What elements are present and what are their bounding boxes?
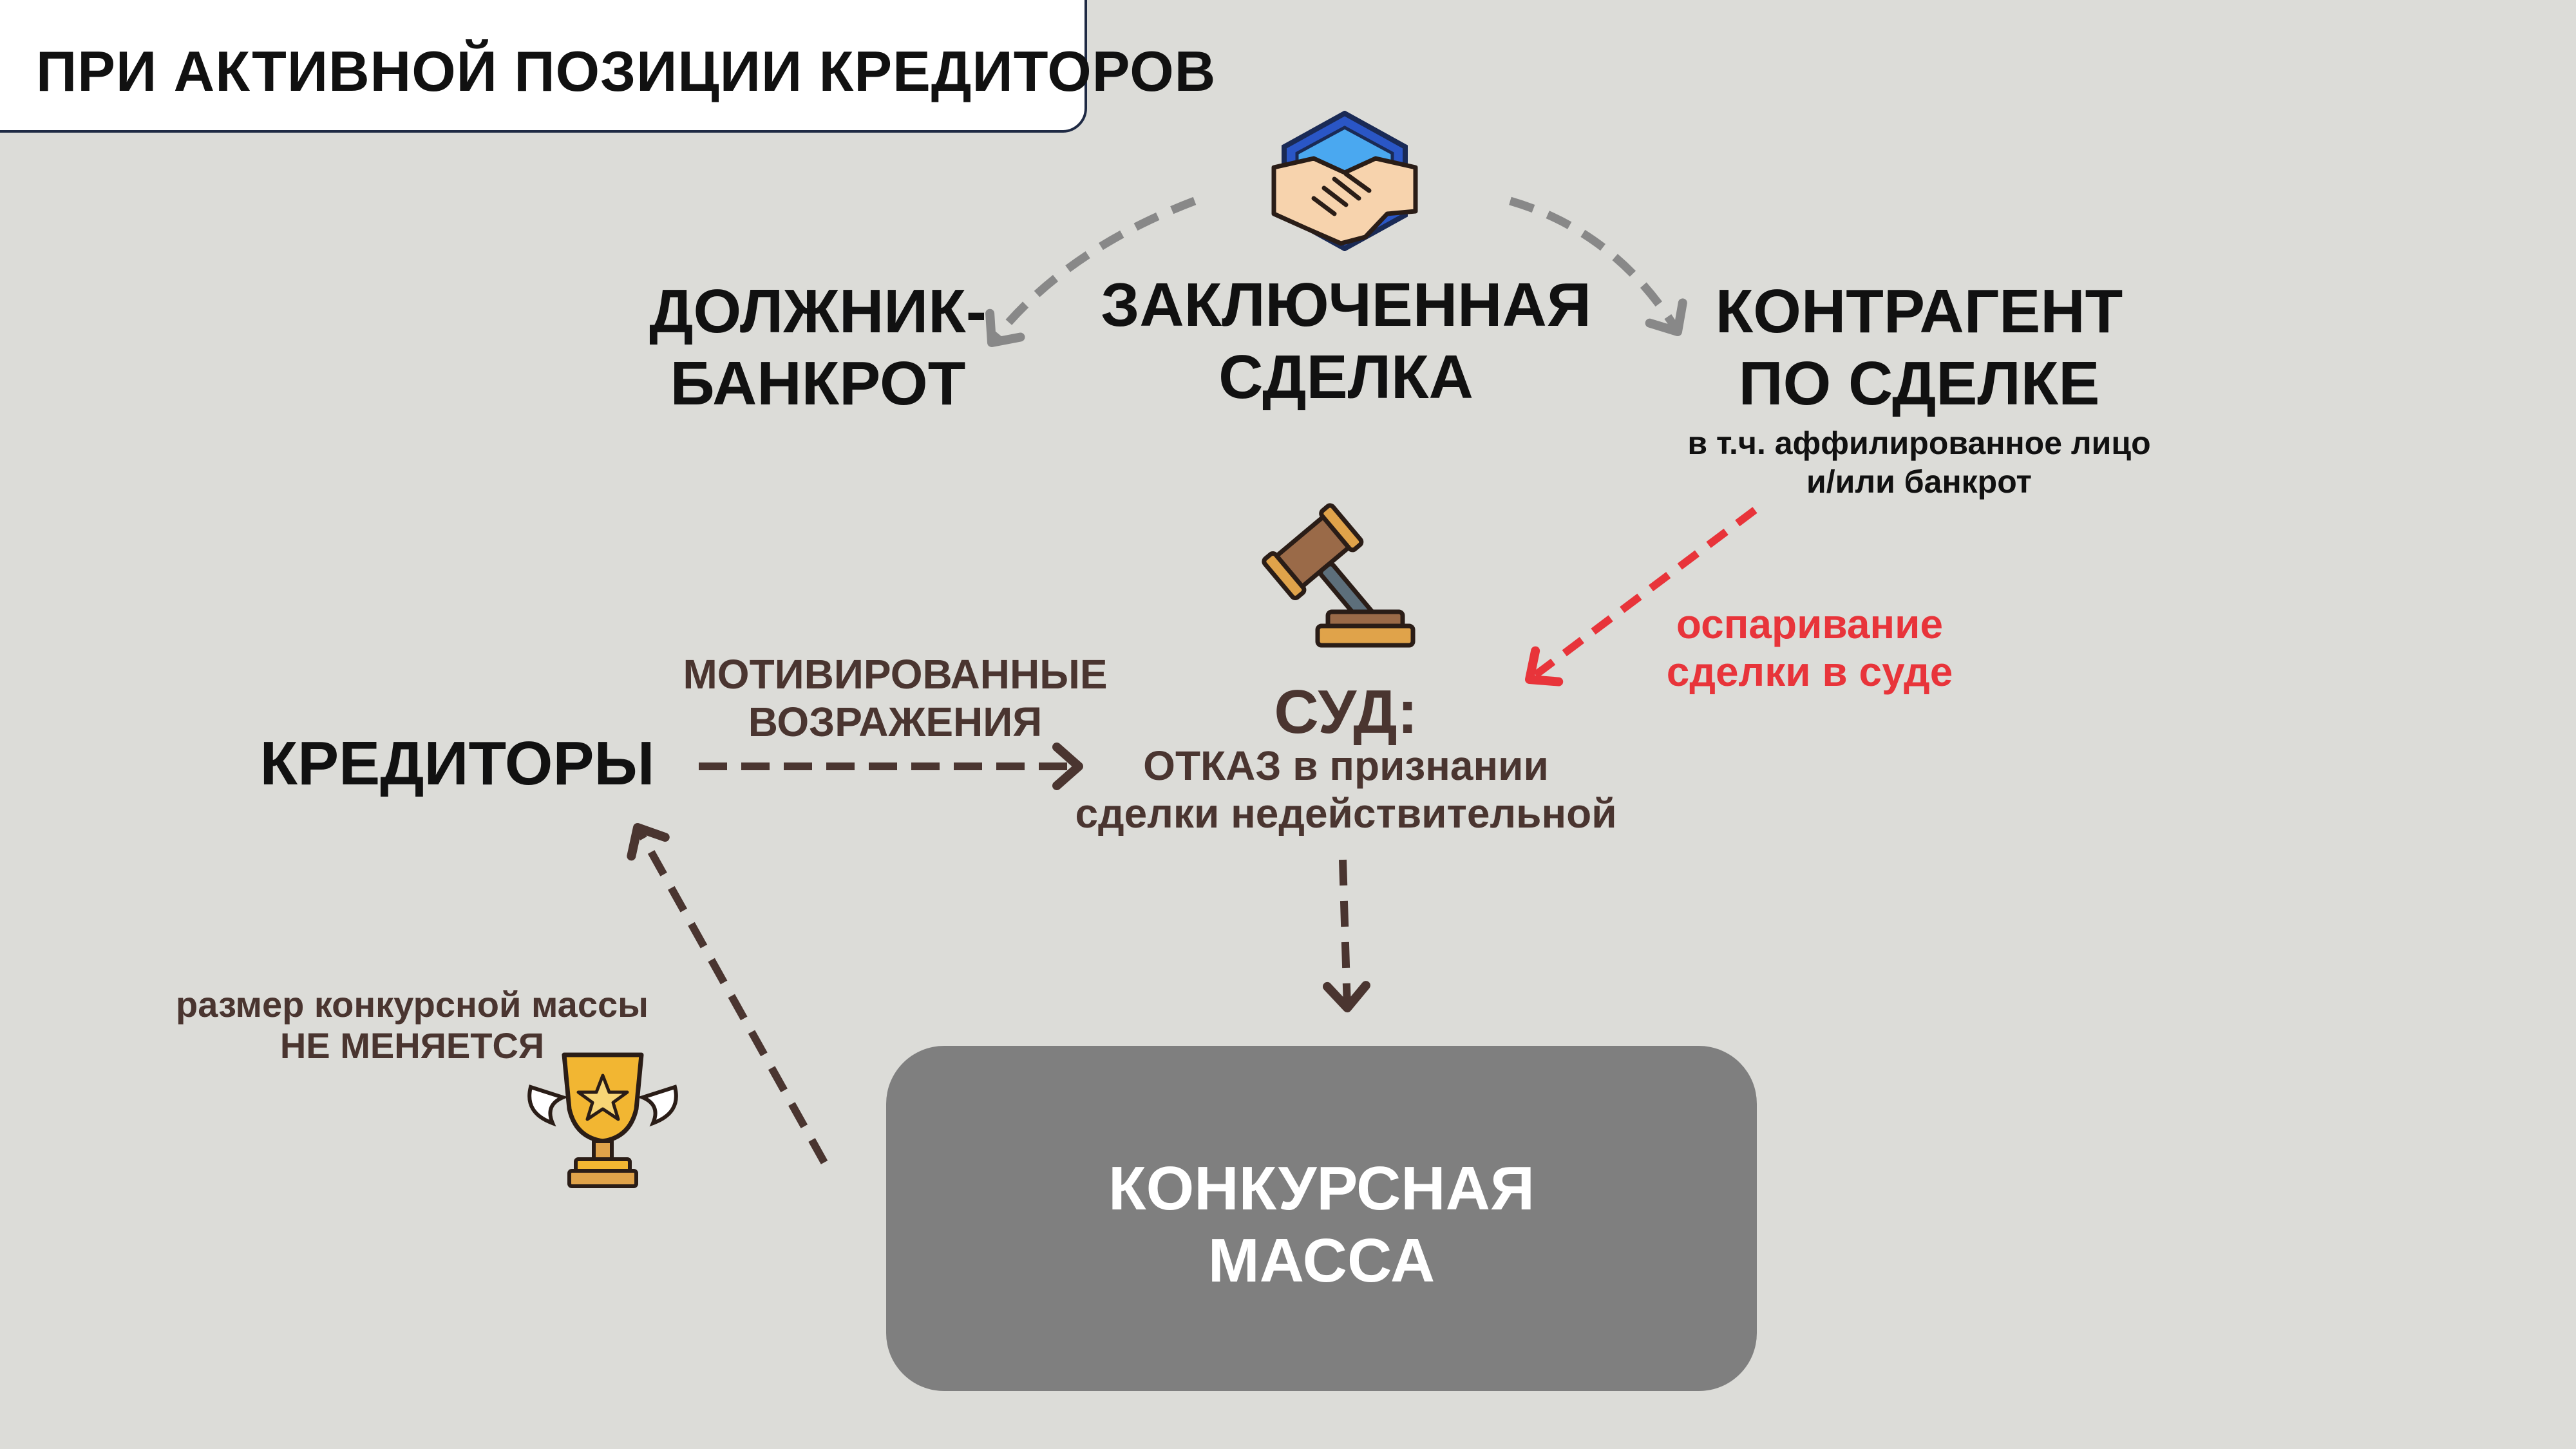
- mass-line-2: МАССА: [1208, 1226, 1435, 1295]
- mass-note-line-1: размер конкурсной массы: [176, 984, 649, 1025]
- arrow-mass-to-creditors: [627, 823, 828, 1164]
- creditors-text: КРЕДИТОРЫ: [260, 729, 655, 798]
- debtor-line-2: БАНКРОТ: [670, 349, 966, 418]
- counterparty-line-1: КОНТРАГЕНТ: [1715, 277, 2123, 346]
- bankruptcy-estate-box: [886, 1046, 1757, 1391]
- creditors-node: КРЕДИТОРЫ: [258, 728, 657, 800]
- challenge-line-2: сделки в суде: [1666, 649, 1953, 695]
- debtor-node: ДОЛЖНИК- БАНКРОТ: [638, 276, 998, 420]
- court-decision-line-1: ОТКАЗ в признании: [1143, 743, 1549, 789]
- objections-line-1: МОТИВИРОВАННЫЕ: [683, 651, 1108, 697]
- counterparty-node: КОНТРАГЕНТ ПО СДЕЛКЕ: [1687, 276, 2151, 420]
- objections-line-2: ВОЗРАЖЕНИЯ: [748, 699, 1043, 745]
- handshake-icon: [1271, 111, 1418, 251]
- trophy-icon: [527, 1052, 678, 1188]
- mass-note: размер конкурсной массы НЕ МЕНЯЕТСЯ: [129, 984, 696, 1066]
- counterparty-line-2: ПО СДЕЛКЕ: [1738, 349, 2100, 418]
- arrow-deal-to-debtor: [985, 196, 1197, 347]
- challenge-line-1: оспаривание: [1676, 601, 1944, 647]
- counterparty-note-line-1: в т.ч. аффилированное лицо: [1687, 425, 2151, 461]
- objections-label: МОТИВИРОВАННЫЕ ВОЗРАЖЕНИЯ: [683, 650, 1108, 746]
- arrow-court-to-mass: [1322, 859, 1370, 1012]
- deal-line-1: ЗАКЛЮЧЕННАЯ: [1101, 270, 1591, 339]
- mass-line-1: КОНКУРСНАЯ: [1108, 1154, 1535, 1223]
- court-decision-line-2: сделки недействительной: [1075, 790, 1617, 837]
- title-box: [0, 0, 1087, 133]
- court-title: СУД:: [1179, 676, 1513, 748]
- arrow-challenge-to-court: [1525, 507, 1757, 687]
- counterparty-note: в т.ч. аффилированное лицо и/или банкрот: [1649, 424, 2190, 501]
- mass-note-line-2: НЕ МЕНЯЕТСЯ: [279, 1025, 545, 1066]
- page-title: ПРИ АКТИВНОЙ ПОЗИЦИИ КРЕДИТОРОВ: [36, 39, 1217, 103]
- counterparty-note-line-2: и/или банкрот: [1806, 464, 2032, 500]
- challenge-label: оспаривание сделки в суде: [1629, 600, 1990, 696]
- gavel-icon: [1262, 503, 1416, 648]
- court-title-text: СУД:: [1274, 677, 1418, 746]
- court-decision: ОТКАЗ в признании сделки недействительно…: [1056, 742, 1636, 837]
- deal-node: ЗАКЛЮЧЕННАЯ СДЕЛКА: [1095, 269, 1597, 413]
- bankruptcy-estate-label: КОНКУРСНАЯ МАССА: [886, 1153, 1757, 1297]
- debtor-line-1: ДОЛЖНИК-: [649, 277, 987, 346]
- deal-line-2: СДЕЛКА: [1218, 343, 1473, 412]
